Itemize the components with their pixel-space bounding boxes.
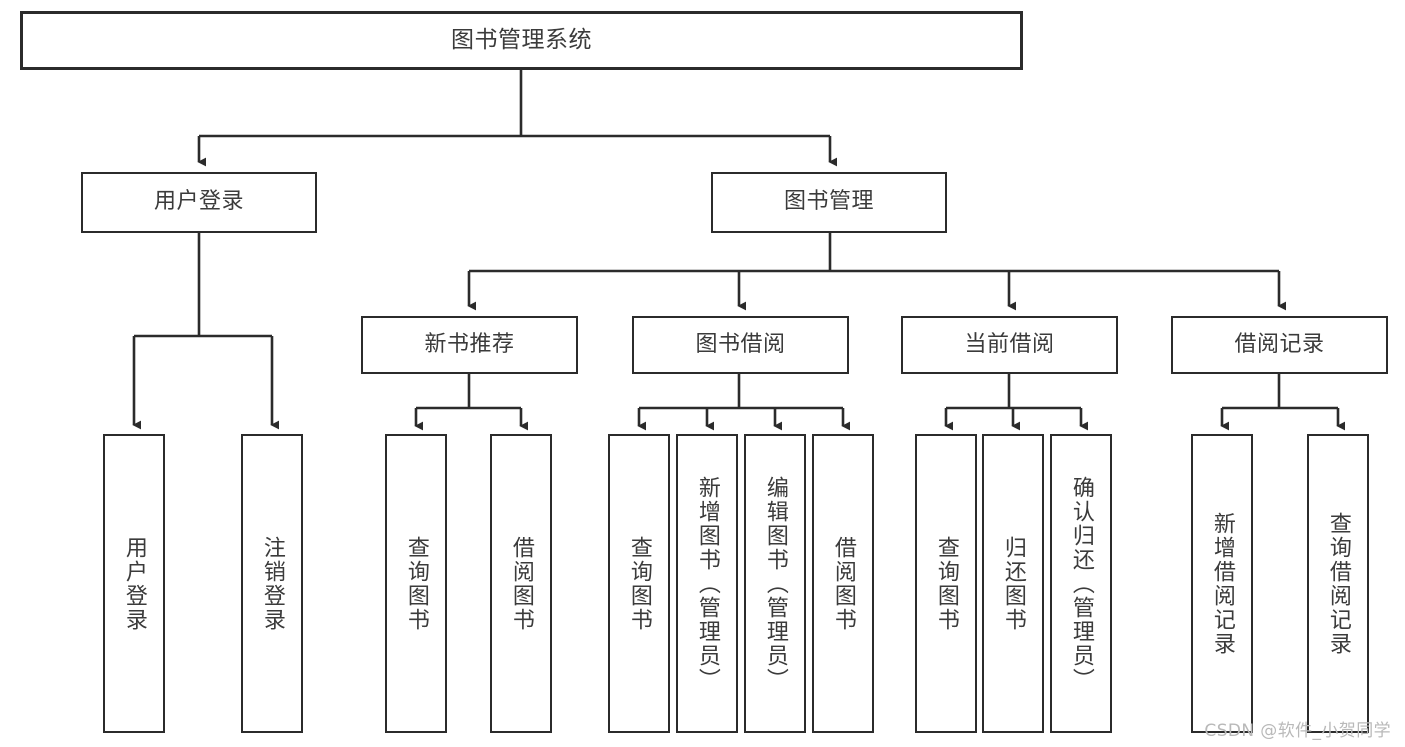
- watermark-text: CSDN @软件_小贺同学: [1204, 721, 1391, 741]
- node-current-borrow[interactable]: 当前借阅: [901, 316, 1118, 374]
- node-new-book-recommend-label: 新书推荐: [424, 331, 515, 357]
- node-user-login[interactable]: 用户登录: [81, 172, 317, 233]
- node-leaf-borrow-book-1[interactable]: 借阅图书: [490, 434, 552, 733]
- node-leaf-user-login[interactable]: 用户登录: [103, 434, 165, 733]
- node-leaf-borrow-book-2[interactable]: 借阅图书: [812, 434, 874, 733]
- node-leaf-add-book-label: 新增图书（管理员）: [694, 475, 720, 692]
- node-leaf-query-book-1-label: 查询图书: [403, 535, 429, 632]
- node-book-borrow-label: 图书借阅: [695, 331, 786, 357]
- node-borrow-record-label: 借阅记录: [1234, 331, 1325, 357]
- node-leaf-borrow-book-1-label: 借阅图书: [508, 535, 534, 632]
- node-leaf-add-record[interactable]: 新增借阅记录: [1191, 434, 1253, 733]
- node-leaf-query-book-2[interactable]: 查询图书: [608, 434, 670, 733]
- node-book-borrow[interactable]: 图书借阅: [632, 316, 849, 374]
- node-leaf-logout[interactable]: 注销登录: [241, 434, 303, 733]
- node-leaf-confirm-return[interactable]: 确认归还（管理员）: [1050, 434, 1112, 733]
- node-leaf-edit-book-label: 编辑图书（管理员）: [762, 475, 788, 692]
- node-leaf-borrow-book-2-label: 借阅图书: [830, 535, 856, 632]
- node-leaf-query-book-2-label: 查询图书: [626, 535, 652, 632]
- node-user-login-label: 用户登录: [153, 189, 244, 215]
- node-leaf-add-record-label: 新增借阅记录: [1209, 511, 1235, 656]
- node-leaf-query-book-3[interactable]: 查询图书: [915, 434, 977, 733]
- node-leaf-return-book[interactable]: 归还图书: [982, 434, 1044, 733]
- node-leaf-query-record-label: 查询借阅记录: [1325, 511, 1351, 656]
- node-borrow-record[interactable]: 借阅记录: [1171, 316, 1388, 374]
- node-leaf-query-book-1[interactable]: 查询图书: [385, 434, 447, 733]
- node-leaf-query-book-3-label: 查询图书: [933, 535, 959, 632]
- node-leaf-edit-book[interactable]: 编辑图书（管理员）: [744, 434, 806, 733]
- node-book-manage[interactable]: 图书管理: [711, 172, 947, 233]
- node-leaf-user-login-label: 用户登录: [121, 535, 147, 632]
- node-leaf-add-book[interactable]: 新增图书（管理员）: [676, 434, 738, 733]
- node-current-borrow-label: 当前借阅: [964, 331, 1055, 357]
- node-leaf-return-book-label: 归还图书: [1000, 535, 1026, 632]
- node-root-label: 图书管理系统: [451, 26, 592, 53]
- node-leaf-query-record[interactable]: 查询借阅记录: [1307, 434, 1369, 733]
- node-new-book-recommend[interactable]: 新书推荐: [361, 316, 578, 374]
- node-leaf-logout-label: 注销登录: [259, 535, 285, 632]
- node-root[interactable]: 图书管理系统: [20, 11, 1023, 70]
- node-leaf-confirm-return-label: 确认归还（管理员）: [1068, 475, 1094, 692]
- node-book-manage-label: 图书管理: [783, 189, 874, 215]
